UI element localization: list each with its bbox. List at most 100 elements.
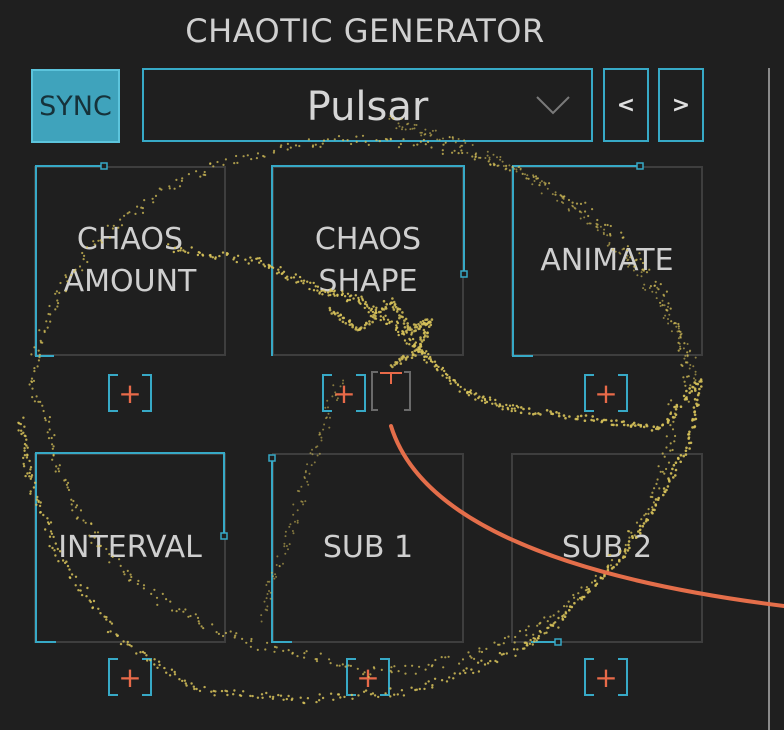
sync-button[interactable]: SYNC [31, 69, 120, 143]
chaos-dot [418, 665, 421, 668]
chaos-dot [23, 449, 26, 452]
chaos-dot [26, 472, 29, 475]
chaos-dot [225, 252, 229, 255]
chaos-dot [669, 442, 672, 445]
chaos-dot [513, 407, 516, 410]
chaos-dot [488, 396, 492, 399]
animate-mod-add-button[interactable]: + [584, 374, 628, 412]
chaos-dot [433, 360, 437, 363]
chaos-dot [158, 663, 161, 667]
chaos-dot [695, 402, 698, 406]
chaos-dot [592, 419, 596, 422]
chaos-dot [145, 654, 148, 657]
chaos-amount-mod-add-button[interactable]: + [108, 374, 152, 412]
chaos-dot [497, 405, 501, 408]
chaos-dot [512, 648, 516, 651]
animate-knob[interactable]: ANIMATE [511, 166, 703, 356]
chaos-dot [464, 671, 467, 675]
chaos-dot [416, 143, 419, 146]
chaos-dot [393, 665, 396, 668]
chaos-dot [42, 409, 45, 413]
chaos-dot [335, 664, 339, 667]
chaos-dot [441, 152, 444, 155]
chaos-dot [37, 359, 41, 362]
sub2-knob[interactable]: SUB 2 [511, 453, 703, 643]
chaos-dot [404, 358, 408, 361]
chaos-shape-mod-slot[interactable] [370, 370, 412, 412]
chaos-dot [22, 456, 25, 460]
chaos-dot [674, 405, 677, 408]
chaos-dot [486, 150, 489, 153]
chaos-dot [457, 152, 460, 155]
chaos-dot [250, 637, 253, 641]
chaos-dot [444, 372, 448, 376]
next-preset-button[interactable]: > [658, 68, 704, 142]
chaos-dot [198, 689, 202, 693]
chaos-dot [423, 687, 426, 691]
chaos-dot [51, 443, 54, 446]
chaos-dot [332, 698, 335, 701]
sub2-mod-add-button[interactable]: + [584, 658, 628, 696]
prev-preset-button[interactable]: < [603, 68, 649, 142]
chaos-dot [456, 383, 460, 386]
chaos-dot [30, 377, 34, 380]
chaos-amount-knob[interactable]: CHAOS AMOUNT [34, 166, 226, 356]
chaos-dot [461, 151, 464, 155]
chaos-dot [410, 686, 413, 689]
chaos-dot [693, 410, 696, 414]
knob-label: SUB 1 [322, 530, 414, 565]
chaos-dot [225, 253, 229, 257]
chaos-dot [657, 427, 660, 431]
chaos-dot [687, 436, 691, 439]
chaos-dot [446, 373, 449, 377]
chaos-dot [434, 658, 437, 662]
chaos-dot [377, 695, 380, 699]
chaos-dot [688, 387, 691, 390]
chaos-dot [262, 154, 265, 158]
chaos-dot [650, 429, 654, 432]
chaos-dot [440, 656, 443, 659]
chaos-dot [499, 158, 502, 161]
chaos-shape-knob[interactable]: CHAOS SHAPE [272, 166, 464, 356]
chaos-dot [693, 413, 697, 417]
chaos-dot [26, 454, 29, 457]
chaos-dot [442, 666, 445, 669]
chaos-dot [591, 415, 594, 418]
knob-label: CHAOS AMOUNT [63, 222, 197, 299]
chaos-dot [258, 257, 261, 260]
chaos-dot [436, 369, 439, 372]
chaos-dot [48, 428, 51, 431]
chaos-dot [655, 427, 658, 431]
chaos-dot [477, 156, 480, 159]
chaos-dot [473, 158, 476, 161]
chaos-dot [341, 663, 344, 666]
chaos-dot [411, 664, 414, 667]
chaos-dot [489, 398, 492, 401]
chaos-dot [303, 656, 306, 659]
chaos-dot [517, 406, 520, 409]
interval-knob[interactable]: INTERVAL [34, 453, 226, 643]
chaos-dot [445, 680, 449, 683]
chaos-dot [622, 423, 626, 427]
sub1-knob[interactable]: SUB 1 [272, 453, 464, 643]
chaos-dot [29, 492, 32, 495]
chaos-dot [236, 254, 240, 257]
chaos-dot [25, 438, 28, 441]
chaos-dot [433, 677, 437, 680]
chaos-dot [156, 666, 159, 669]
interval-mod-add-button[interactable]: + [108, 658, 152, 696]
sub1-mod-add-button[interactable]: + [346, 658, 390, 696]
chaos-dot [323, 423, 326, 426]
preset-dropdown[interactable]: Pulsar [142, 68, 593, 142]
chaos-dot [23, 454, 27, 457]
chaos-shape-mod-add-button[interactable]: + [322, 374, 366, 412]
chaos-dot [23, 425, 26, 428]
chaos-dot [22, 465, 26, 468]
chaos-dot [235, 154, 238, 158]
chaos-dot [631, 423, 635, 426]
chaos-dot [491, 402, 494, 405]
chaos-dot [235, 260, 238, 264]
chaos-dot [466, 391, 469, 394]
chaos-dot [163, 666, 166, 670]
